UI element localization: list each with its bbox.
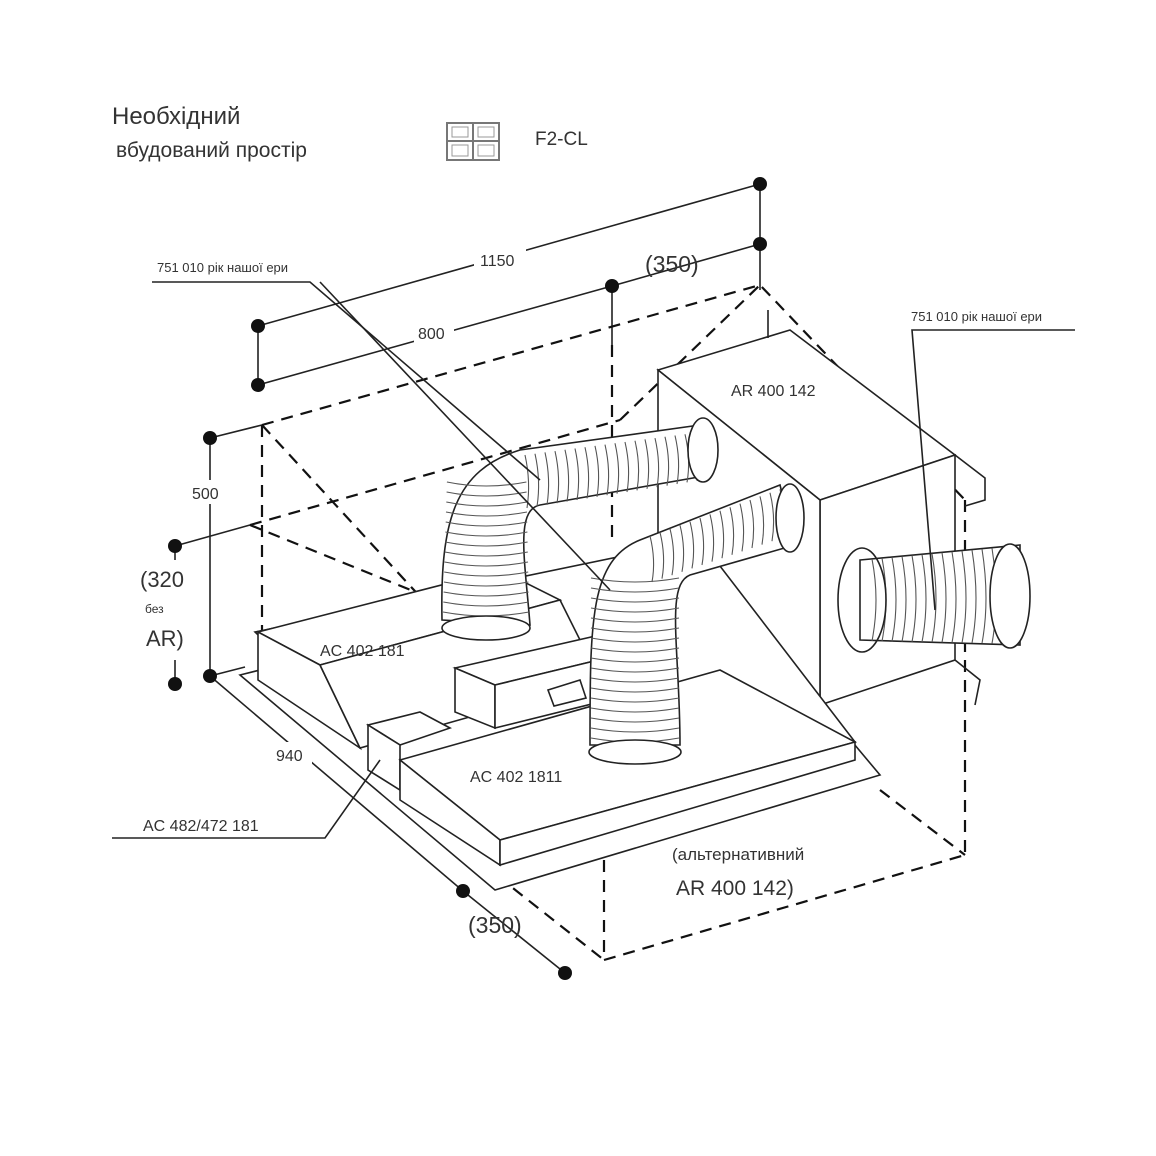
dim-width-inner: 800 (418, 326, 445, 343)
duct-label-left: 751 010 рік нашої ери (157, 260, 288, 275)
dim-depth-front: (350) (468, 912, 522, 938)
dim-height-no-ar-2: без (145, 602, 164, 616)
ac-right-label: AC 402 1811 (470, 769, 562, 786)
model-label: F2-CL (535, 129, 588, 150)
alternative-label-1: (альтернативний (672, 845, 804, 864)
duct-side (837, 543, 1031, 653)
dimension-dots (168, 177, 767, 980)
title-line-2: вбудований простір (116, 139, 307, 162)
dim-depth-left: 940 (276, 748, 303, 765)
dim-height-no-ar-3: AR) (146, 626, 184, 651)
duct-right (588, 483, 805, 765)
leader-lines (112, 281, 1075, 839)
duct-label-right: 751 010 рік нашої ери (911, 309, 1042, 324)
dim-depth-right: (350) (645, 251, 699, 277)
ar-box-label: AR 400 142 (731, 383, 816, 400)
dim-height-total: 500 (192, 486, 219, 503)
ac-middle-label: AC 482/472 181 (143, 818, 259, 835)
ac-left-label: AC 402 181 (320, 643, 405, 660)
four-burner-hob-icon (446, 122, 500, 161)
title-line-1: Необхідний (112, 103, 240, 130)
alternative-label-2: AR 400 142) (676, 877, 794, 900)
dim-height-no-ar-1: (320 (140, 567, 184, 592)
dim-width-total: 1150 (480, 253, 515, 270)
duct-left (441, 417, 719, 641)
